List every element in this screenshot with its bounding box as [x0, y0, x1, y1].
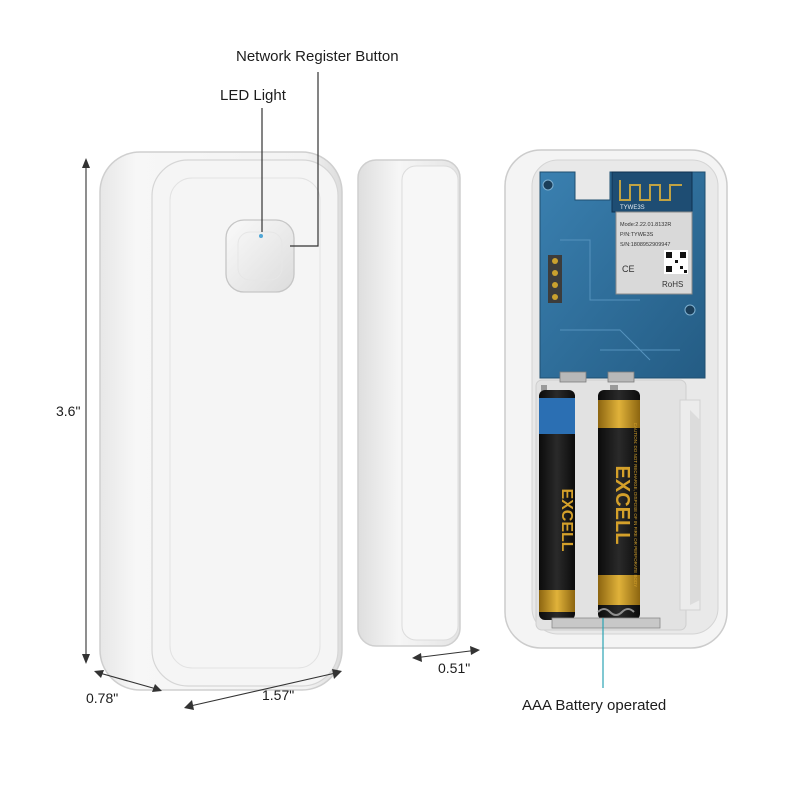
button-callout-line: [290, 72, 319, 247]
led-light-indicator: [259, 234, 263, 238]
module-line-3: S/N:1808952909947: [620, 242, 670, 248]
magnet-width-dimension-label: 0.51": [438, 660, 471, 676]
dimension-lines: [82, 158, 480, 710]
battery-warning: CAUTION: DO NOT RECHARGE, DISPOSE OF IN …: [633, 423, 638, 588]
network-register-button: [225, 219, 295, 293]
rohs-mark: RoHS: [662, 280, 683, 289]
width-dimension-label: 1.57": [262, 687, 295, 703]
module-model: TYWE3S: [620, 205, 645, 211]
battery-left: EXCELL: [539, 385, 575, 620]
battery-operated-label: AAA Battery operated: [522, 697, 667, 714]
battery-spring: [551, 608, 661, 629]
network-register-button-label: Network Register Button: [236, 48, 399, 65]
height-dimension-label: 3.6": [56, 403, 81, 419]
battery-brand-left: EXCELL: [558, 488, 575, 551]
battery-right: EXCELL CAUTION: DO NOT RECHARGE, DISPOSE…: [598, 385, 640, 620]
wifi-module: TYWE3S Mode:2.22.01.8132R P/N:TYWE3S S/N…: [611, 171, 693, 295]
qr-code-icon: [664, 250, 688, 274]
ce-mark: CE: [622, 264, 635, 274]
battery-brand-right: EXCELL: [611, 466, 633, 545]
sensor-magnet: [357, 159, 461, 647]
sensor-main-unit: [99, 151, 343, 691]
module-line-2: P/N:TYWE3S: [620, 232, 654, 238]
callout-lines: [261, 72, 319, 247]
module-line-1: Mode:2.22.01.8132R: [620, 222, 671, 228]
pin-header: [548, 255, 562, 303]
circuit-board: TYWE3S Mode:2.22.01.8132R P/N:TYWE3S S/N…: [539, 171, 706, 383]
led-light-label: LED Light: [220, 87, 286, 104]
depth-dimension-label: 0.78": [86, 690, 119, 706]
